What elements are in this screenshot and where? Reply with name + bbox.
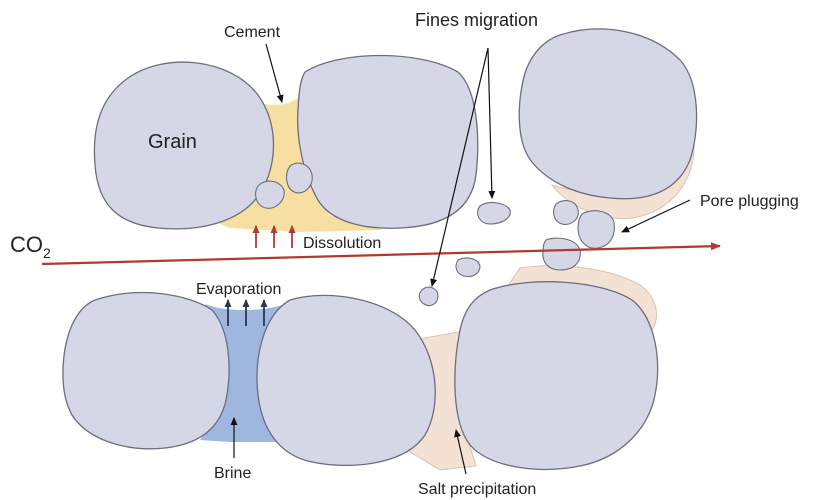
grain-bottom-left — [63, 293, 229, 449]
pore-plugging-label: Pore plugging — [700, 193, 799, 210]
dissolution-label: Dissolution — [303, 235, 381, 252]
fine-particle-2 — [554, 201, 579, 225]
grain-bottom-right — [455, 282, 658, 470]
fines-migration-pointer-1 — [488, 48, 492, 198]
evaporation-label: Evaporation — [196, 281, 281, 298]
brine-label: Brine — [214, 465, 251, 482]
fine-particle-1 — [478, 203, 511, 224]
grain-bottom-middle — [257, 295, 435, 465]
cement-label: Cement — [224, 24, 281, 41]
fine-particle-5 — [456, 258, 480, 277]
grain-label: Grain — [148, 131, 197, 153]
fine-particle-cement-2 — [287, 163, 313, 193]
grain-top-middle — [298, 56, 478, 229]
grain-top-right — [519, 29, 696, 199]
co2-label: CO2 — [10, 232, 51, 261]
fine-particle-4 — [543, 238, 580, 270]
fine-particle-6 — [419, 287, 438, 305]
fine-particle-3 — [578, 211, 614, 249]
fines-migration-label: Fines migration — [415, 10, 538, 30]
cement-pointer — [266, 44, 282, 102]
salt-precipitation-label: Salt precipitation — [418, 481, 536, 498]
